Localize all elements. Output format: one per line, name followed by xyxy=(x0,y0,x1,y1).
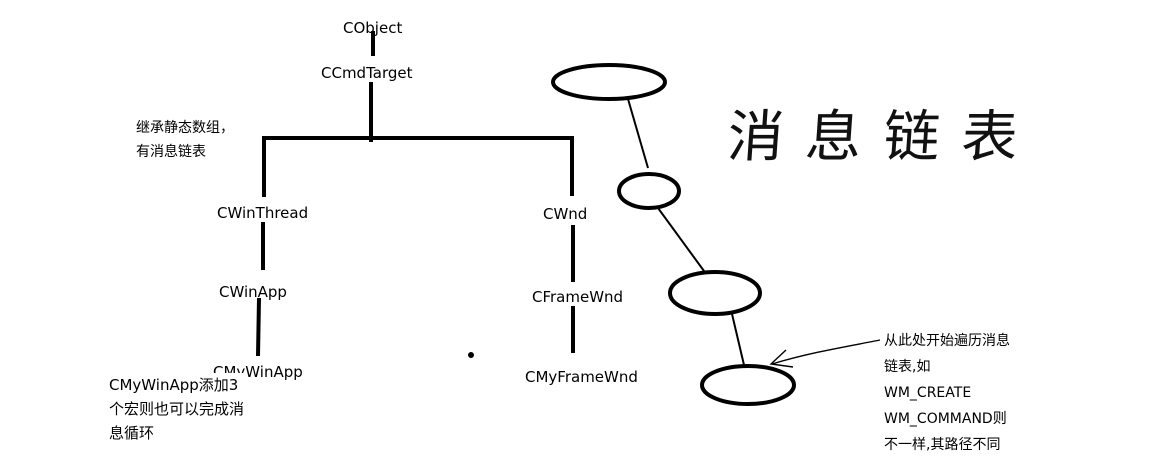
note-inherit-line-2: 有消息链表 xyxy=(136,144,206,160)
note-mywinapp: CMyWinApp添加3 个宏则也可以完成消 息循环 xyxy=(109,373,245,445)
node-cframewnd: CFrameWnd xyxy=(532,288,624,306)
chain-link-1 xyxy=(627,98,649,169)
note-traverse-line-3: WM_CREATE xyxy=(884,385,972,401)
node-cobject: CObject xyxy=(343,19,403,37)
note-mywinapp-line-3: 息循环 xyxy=(109,424,155,442)
node-cwnd: CWnd xyxy=(543,205,588,223)
list-node-3 xyxy=(668,270,762,316)
note-mywinapp-line-2: 个宏则也可以完成消 xyxy=(109,400,245,418)
note-inherit: 继承静态数组， 有消息链表 xyxy=(136,116,234,164)
note-traverse-line-5: 不一样,其路径不同 xyxy=(884,437,1001,453)
note-traverse-line-4: WM_COMMAND则 xyxy=(884,411,1007,427)
note-traverse-line-1: 从此处开始遍历消息 xyxy=(884,333,1010,349)
chain-link-3 xyxy=(731,313,745,366)
node-cwinapp: CWinApp xyxy=(219,283,287,301)
handwritten-title: 消息链表 xyxy=(725,105,1042,170)
note-mywinapp-line-1: CMyWinApp添加3 xyxy=(109,376,239,394)
chain-link-2 xyxy=(657,207,705,272)
note-traverse: 从此处开始遍历消息 链表,如 WM_CREATE WM_COMMAND则 不一样… xyxy=(884,328,1010,458)
pointer-arrowhead xyxy=(769,349,794,368)
note-traverse-line-2: 链表,如 xyxy=(884,359,931,375)
node-cmyframewnd: CMyFrameWnd xyxy=(525,368,638,386)
edge-cwinapp-cmywinapp xyxy=(256,297,261,357)
note-inherit-line-1: 继承静态数组， xyxy=(136,120,234,136)
stray-dot xyxy=(468,352,474,358)
node-cwinthread: CWinThread xyxy=(217,204,309,222)
list-node-1 xyxy=(551,63,667,101)
node-ccmdtarget: CCmdTarget xyxy=(321,64,413,82)
pointer-arrow xyxy=(771,339,881,365)
list-node-2 xyxy=(617,172,681,210)
list-node-4 xyxy=(700,364,796,406)
